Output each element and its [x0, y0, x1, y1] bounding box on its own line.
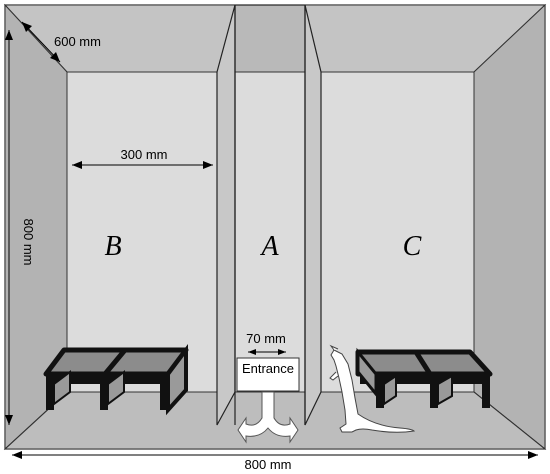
compartment-b-label: B — [104, 231, 121, 262]
entrance-box — [236, 357, 300, 392]
total-width-dimension: 800 mm — [12, 451, 538, 472]
compartment-b-back-wall — [66, 71, 218, 393]
height-dimension: 800 mm — [5, 30, 36, 425]
compartment-a-label: A — [259, 231, 279, 262]
depth-dimension: 600 mm — [21, 21, 101, 63]
right-divider-panel — [304, 4, 322, 426]
entrance-width-label: 70 mm — [246, 331, 286, 346]
compartment-c-label: C — [403, 231, 422, 262]
total-width-label: 800 mm — [245, 457, 292, 472]
entrance-label: Entrance — [242, 361, 294, 376]
compartment-width-label: 300 mm — [121, 147, 168, 162]
height-label: 800 mm — [21, 219, 36, 266]
stool-c — [355, 347, 493, 408]
entrance: 70 mm Entrance — [236, 331, 300, 444]
compartment-c-back-wall — [320, 71, 475, 393]
left-divider-panel — [216, 4, 236, 426]
compartment-width-dimension: 300 mm — [72, 147, 213, 169]
depth-label: 600 mm — [54, 34, 101, 49]
entrance-arrow-icon — [237, 391, 299, 444]
rat-icon — [329, 344, 416, 433]
stool-b — [43, 344, 189, 416]
